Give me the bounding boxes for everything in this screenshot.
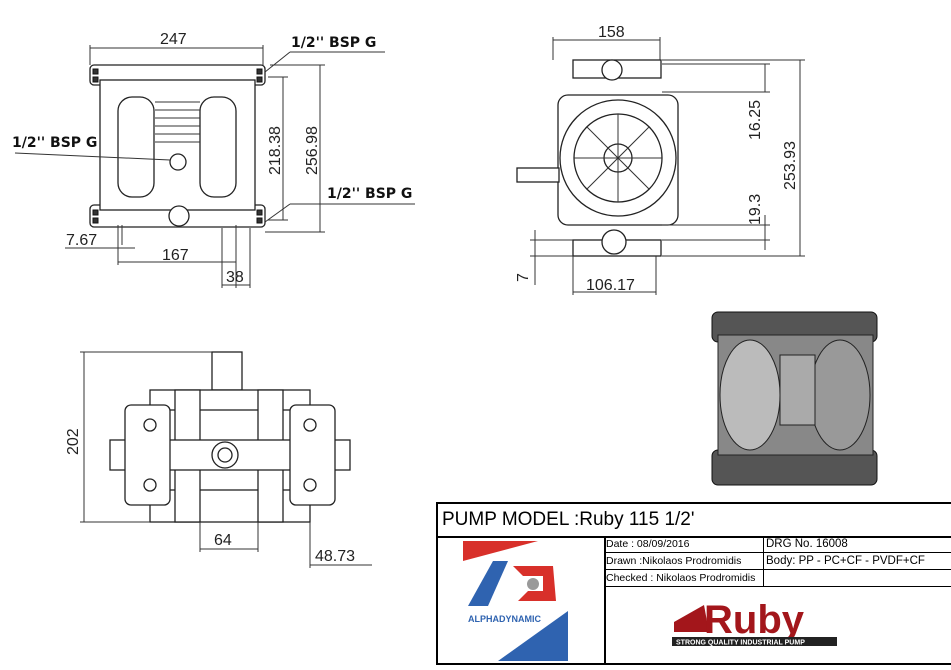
title-block: PUMP MODEL :Ruby 115 1/2' ALPHADYNAMIC D…: [436, 502, 951, 665]
checked-cell: Checked : Nikolaos Prodromidis: [604, 570, 764, 587]
dim-bottom-offset: 19.3: [747, 194, 764, 225]
dim-port-offset: 38: [226, 269, 244, 286]
dim-depth: 202: [65, 428, 82, 455]
label-port-top: 1/2'' BSP G: [291, 35, 376, 51]
alphadynamic-logo-text: ALPHADYNAMIC: [468, 614, 541, 624]
ruby-tagline: STRONG QUALITY INDUSTRIAL PUMP: [676, 640, 805, 647]
dim-center: 64: [214, 532, 232, 549]
ruby-logo: Ruby STRONG QUALITY INDUSTRIAL PUMP: [604, 587, 951, 665]
bottom-view: 202 64 48.73: [65, 351, 372, 568]
side-view: 158 16.25 253.93 19.3 7 106.17: [515, 24, 805, 295]
ruby-logo-text: Ruby: [704, 598, 805, 642]
pump-3d-render: [711, 311, 878, 486]
air-inlet-port: [169, 153, 187, 171]
pump-model-title: PUMP MODEL :Ruby 115 1/2': [438, 504, 951, 538]
dim-side-width: 158: [598, 24, 625, 41]
alphadynamic-logo: ALPHADYNAMIC: [438, 536, 606, 665]
dim-height-total: 256.98: [304, 126, 321, 175]
empty-cell: [764, 570, 951, 587]
drawn-cell: Drawn :Nikolaos Prodromidis: [604, 553, 764, 570]
dim-foot-width: 106.17: [586, 277, 635, 294]
drg-no-cell: DRG No. 16008: [764, 536, 951, 553]
dim-port-spacing: 167: [162, 247, 189, 264]
label-port-air: 1/2'' BSP G: [12, 135, 97, 151]
dim-top-offset: 16.25: [747, 100, 764, 140]
body-material-cell: Body: PP - PC+CF - PVDF+CF: [764, 553, 951, 570]
dim-width-total: 247: [160, 31, 187, 48]
label-port-bottom: 1/2'' BSP G: [327, 186, 412, 202]
dim-base: 7: [515, 273, 532, 282]
dim-bottom-offset-2: 48.73: [315, 548, 355, 565]
dim-side-height: 253.93: [782, 141, 799, 190]
dim-offset: 7.67: [66, 232, 97, 249]
port-circle: [168, 205, 190, 227]
date-cell: Date : 08/09/2016: [604, 536, 764, 553]
dim-height-inner: 218.38: [267, 126, 284, 175]
front-view: 247 1/2'' BSP G 1/2'' BSP G 1/2'' BSP G …: [12, 31, 415, 288]
